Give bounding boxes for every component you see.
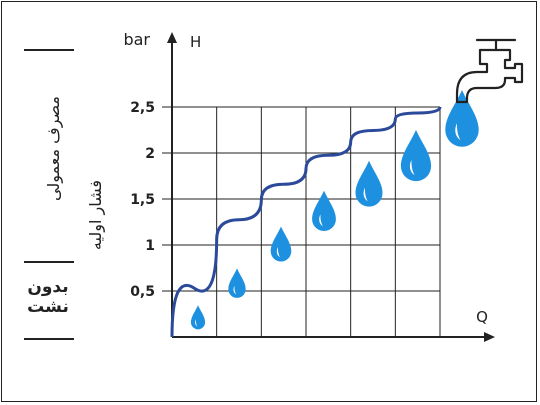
y-axis-unit: bar — [123, 30, 150, 49]
y-tick-label: 1,5 — [130, 192, 155, 208]
water-drop-icon — [355, 160, 383, 207]
y-axis-symbol: H — [190, 33, 201, 51]
label-initial-pressure: فشار اولیه — [86, 180, 105, 251]
pressure-curve — [170, 106, 442, 338]
water-drop-icon — [312, 190, 336, 232]
water-tap-icon — [455, 38, 524, 104]
x-axis-symbol: Q — [476, 308, 488, 326]
y-axis-arrow — [167, 32, 177, 43]
x-axis-arrow — [484, 332, 495, 342]
chart-grid — [162, 106, 441, 337]
water-drop-icon — [270, 226, 292, 262]
y-tick-label: 2,5 — [130, 100, 155, 116]
y-tick-labels: 0,5 1 1,5 2 2,5 — [130, 100, 155, 300]
label-normal-usage: مصرف معمولی — [44, 96, 63, 201]
water-drop-icon — [445, 89, 479, 147]
label-no-leak-line1: بدون — [27, 277, 69, 297]
water-drop-icon — [228, 268, 246, 298]
water-drop-icon — [190, 305, 206, 330]
y-tick-label: 1 — [145, 238, 155, 254]
y-tick-label: 0,5 — [130, 284, 155, 300]
water-drop-icon — [400, 129, 432, 182]
y-tick-label: 2 — [145, 146, 155, 162]
water-drops — [190, 89, 479, 330]
label-no-leak-line2: نشت — [27, 297, 69, 317]
label-no-leak: بدون نشت — [22, 277, 74, 317]
